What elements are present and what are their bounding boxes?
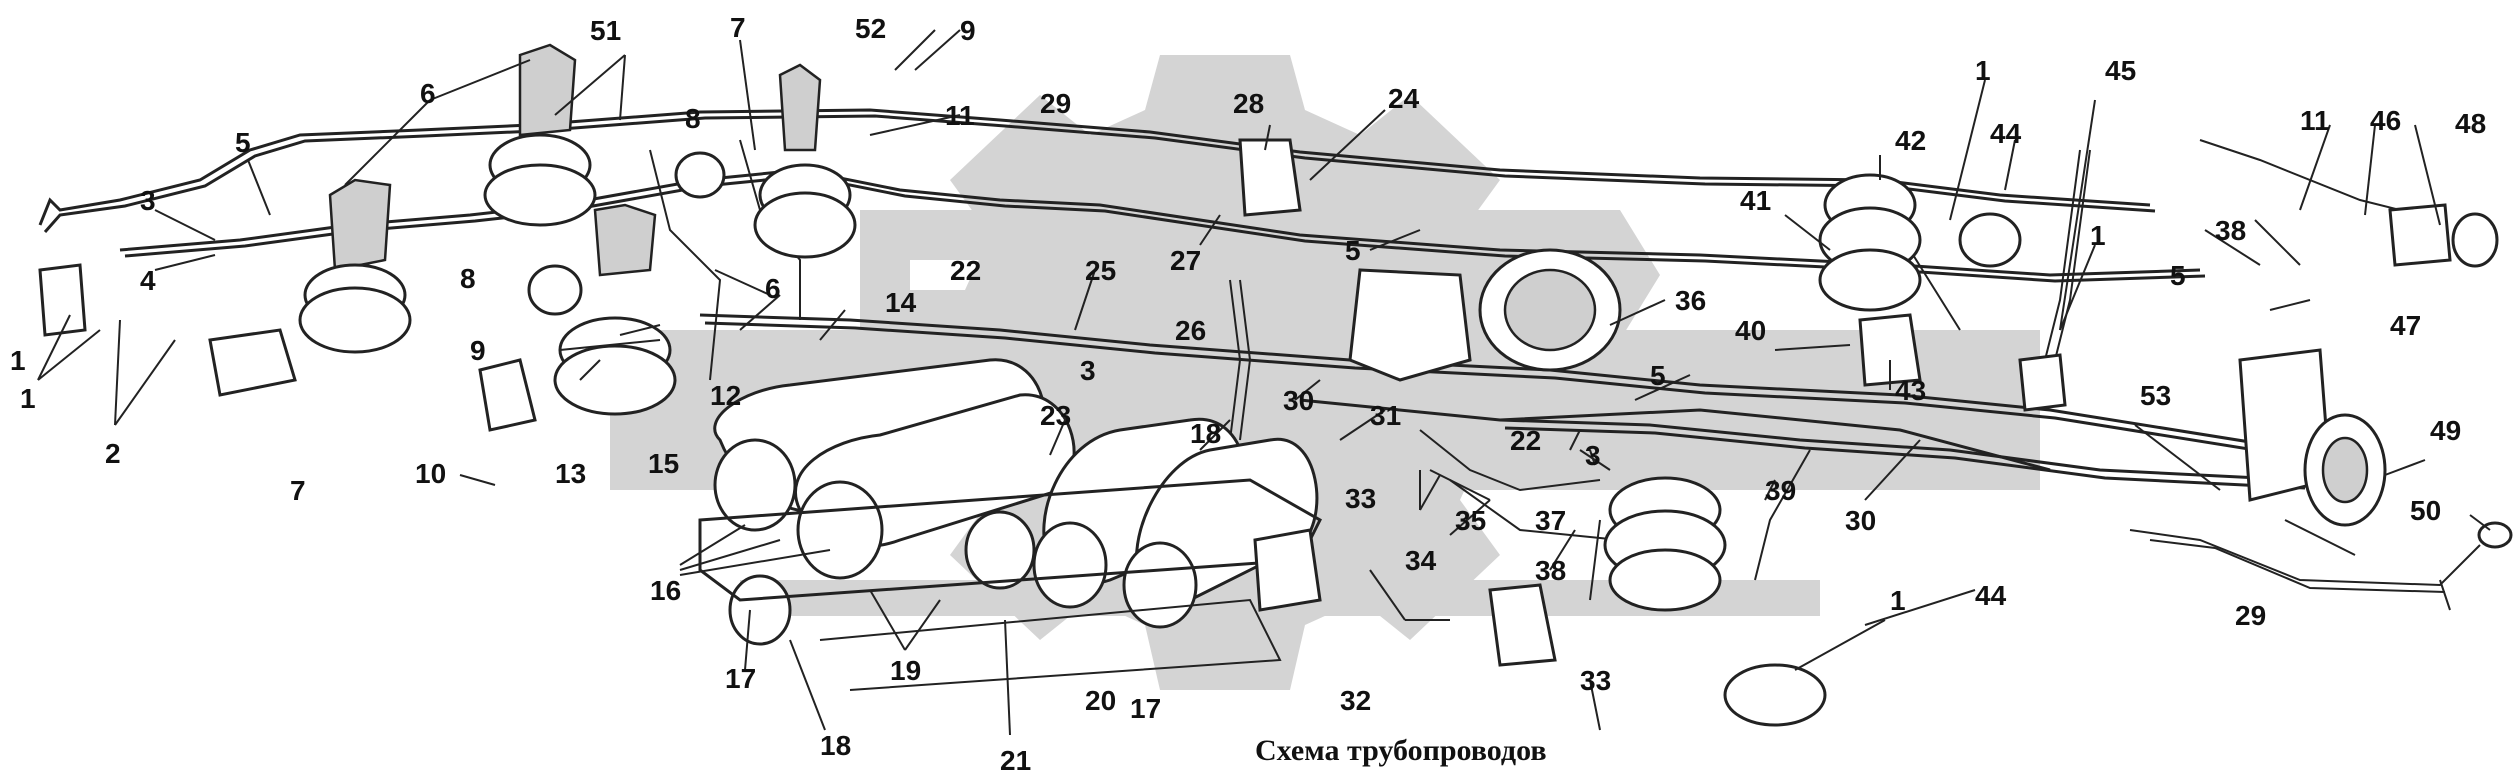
- callout-label: 18: [1190, 418, 1221, 449]
- callout-labels: 1 1 2 3 4 5 6 7 8 8 9 10 7 11 6 12 13 14…: [10, 12, 2486, 776]
- callout-label: 5: [1650, 360, 1666, 391]
- callout-label: 12: [710, 380, 741, 411]
- callout-label: 7: [730, 12, 746, 43]
- callout-label: 25: [1085, 255, 1116, 286]
- callout-label: 5: [1345, 235, 1361, 266]
- callout-label: 9: [960, 15, 976, 46]
- callout-label: 1: [10, 345, 26, 376]
- callout-label: 22: [950, 255, 981, 286]
- callout-label: 30: [1845, 505, 1876, 536]
- callout-label: 17: [725, 663, 756, 694]
- callout-label: 49: [2430, 415, 2461, 446]
- callout-label: 52: [855, 13, 886, 44]
- callout-label: 33: [1580, 665, 1611, 696]
- callout-label: 38: [2215, 215, 2246, 246]
- callout-label: 38: [1535, 555, 1566, 586]
- callout-label: 20: [1085, 685, 1116, 716]
- callout-label: 5: [2170, 260, 2186, 291]
- valves-and-compressor: [38, 138, 2513, 667]
- callout-label: 30: [1283, 385, 1314, 416]
- leader-lines: [37, 29, 2491, 736]
- callout-label: 8: [685, 103, 701, 134]
- callout-label: 3: [1080, 355, 1096, 386]
- callout-label: 24: [1388, 83, 1420, 114]
- callout-label: 36: [1675, 285, 1706, 316]
- callout-label: 11: [2300, 105, 2330, 136]
- callout-label: 53: [2140, 380, 2171, 411]
- callout-label: 41: [1740, 185, 1771, 216]
- callout-label: 44: [1990, 118, 2022, 149]
- callout-label: 27: [1170, 245, 1201, 276]
- callout-label: 1: [2090, 220, 2106, 251]
- callout-label: 15: [648, 448, 679, 479]
- callout-label: 23: [1040, 400, 1071, 431]
- callout-label: 33: [1345, 483, 1376, 514]
- callout-label: 45: [2105, 55, 2136, 86]
- callout-label: 34: [1405, 545, 1437, 576]
- callout-label: 44: [1975, 580, 2007, 611]
- callout-label: 8: [460, 263, 476, 294]
- callout-label: 29: [2235, 600, 2266, 631]
- callout-label: 31: [1370, 400, 1401, 431]
- brake-chambers: [298, 43, 2022, 727]
- callout-label: 10: [415, 458, 446, 489]
- callout-label: 13: [555, 458, 586, 489]
- callout-label: 4: [140, 265, 156, 296]
- callout-label: 32: [1340, 685, 1371, 716]
- diagram-caption: Схема трубопроводов: [1255, 734, 1547, 767]
- callout-label: 22: [1510, 425, 1541, 456]
- callout-label: 19: [890, 655, 921, 686]
- air-tanks: [698, 358, 1322, 691]
- callout-label: 51: [590, 15, 621, 46]
- callout-label: 1: [1975, 55, 1991, 86]
- callout-label: 6: [420, 78, 436, 109]
- callout-label: 35: [1455, 505, 1486, 536]
- callout-label: 26: [1175, 315, 1206, 346]
- callout-label: 46: [2370, 105, 2401, 136]
- callout-label: 47: [2390, 310, 2421, 341]
- callout-label: 14: [885, 287, 917, 318]
- callout-label: 2: [105, 438, 121, 469]
- callout-label: 6: [765, 273, 781, 304]
- callout-label: 16: [650, 575, 681, 606]
- callout-label: 42: [1895, 125, 1926, 156]
- callout-label: 28: [1233, 88, 1264, 119]
- callout-label: 3: [140, 185, 156, 216]
- callout-label: 50: [2410, 495, 2441, 526]
- callout-label: 37: [1535, 505, 1566, 536]
- callout-label: 1: [20, 383, 36, 414]
- callout-label: 3: [1585, 440, 1601, 471]
- callout-label: 1: [1890, 585, 1906, 616]
- callout-label: 29: [1040, 88, 1071, 119]
- callout-label: 5: [235, 127, 251, 158]
- callout-label: 7: [290, 475, 306, 506]
- callout-label: 11: [945, 100, 975, 131]
- callout-label: 17: [1130, 693, 1161, 724]
- callout-label: 18: [820, 730, 851, 761]
- callout-label: 48: [2455, 108, 2486, 139]
- callout-label: 9: [470, 335, 486, 366]
- callout-label: 39: [1765, 475, 1796, 506]
- callout-label: 40: [1735, 315, 1766, 346]
- callout-label: 21: [1000, 745, 1031, 776]
- callout-label: 43: [1895, 375, 1926, 406]
